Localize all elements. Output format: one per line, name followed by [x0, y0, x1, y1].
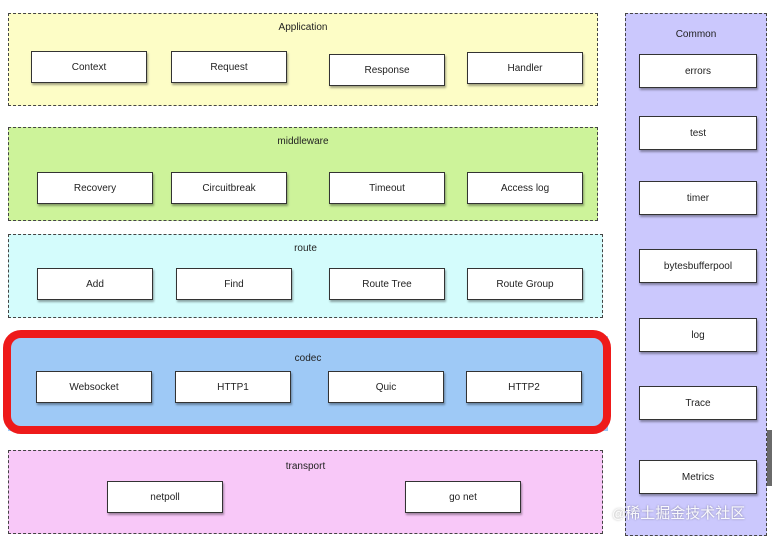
response-box: Response: [329, 54, 445, 86]
common-layer-title: Common: [675, 29, 717, 40]
transport-layer: transport netpoll go net: [8, 450, 603, 534]
watermark: @稀土掘金技术社区: [612, 502, 745, 523]
add-box: Add: [37, 268, 153, 300]
scrollbar-thumb[interactable]: [767, 430, 772, 486]
watermark-text: 稀土掘金技术社区: [625, 505, 746, 522]
route-layer: route Add Find Route Tree Route Group: [8, 234, 603, 318]
handler-box: Handler: [467, 52, 583, 84]
recovery-box: Recovery: [37, 172, 153, 204]
route-group-box: Route Group: [467, 268, 583, 300]
middleware-layer-title: middleware: [277, 136, 329, 147]
log-box: log: [639, 318, 757, 352]
http2-box: HTTP2: [466, 371, 582, 403]
netpoll-box: netpoll: [107, 481, 223, 513]
codec-highlight-frame: [3, 330, 611, 434]
http1-box: HTTP1: [175, 371, 291, 403]
context-box: Context: [31, 51, 147, 83]
common-layer: Common errors test timer bytesbufferpool…: [625, 13, 767, 536]
middleware-layer: middleware Recovery Circuitbreak Timeout…: [8, 127, 598, 221]
test-box: test: [639, 116, 757, 150]
quic-box: Quic: [328, 371, 444, 403]
application-layer-title: Application: [278, 22, 328, 33]
timeout-box: Timeout: [329, 172, 445, 204]
errors-box: errors: [639, 54, 757, 88]
trace-box: Trace: [639, 386, 757, 420]
timer-box: timer: [639, 181, 757, 215]
find-box: Find: [176, 268, 292, 300]
route-tree-box: Route Tree: [329, 268, 445, 300]
route-layer-title: route: [294, 243, 317, 254]
codec-layer: codec Websocket HTTP1 Quic HTTP2: [8, 336, 608, 431]
codec-layer-title: codec: [294, 353, 322, 364]
go-net-box: go net: [405, 481, 521, 513]
bytesbufferpool-box: bytesbufferpool: [639, 249, 757, 283]
request-box: Request: [171, 51, 287, 83]
websocket-box: Websocket: [36, 371, 152, 403]
circuitbreak-box: Circuitbreak: [171, 172, 287, 204]
metrics-box: Metrics: [639, 460, 757, 494]
watermark-at: @: [612, 506, 626, 521]
access-log-box: Access log: [467, 172, 583, 204]
transport-layer-title: transport: [285, 461, 326, 472]
application-layer: Application Context Request Response Han…: [8, 13, 598, 106]
